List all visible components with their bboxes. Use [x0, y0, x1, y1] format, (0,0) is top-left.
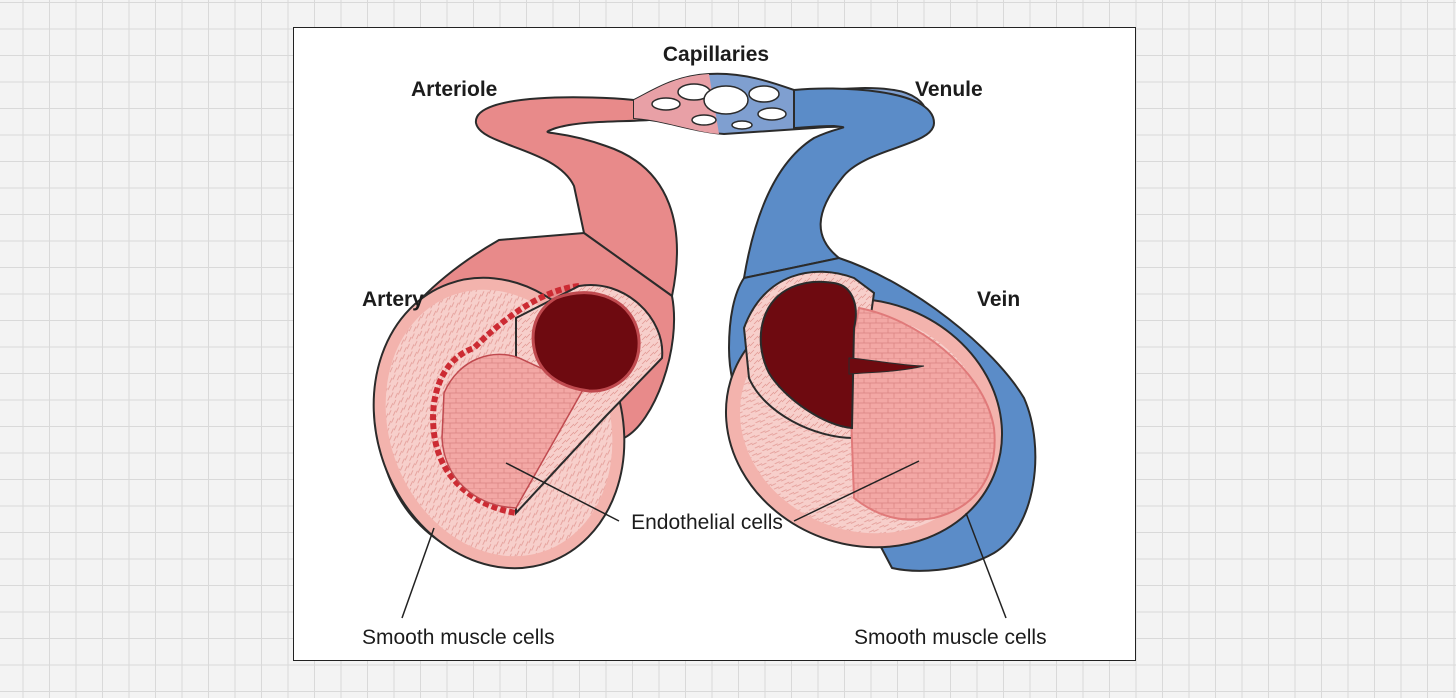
blood-vessel-diagram: Capillaries Arteriole Venule Artery Vein… [362, 43, 1047, 649]
label-smooth-muscle-right: Smooth muscle cells [854, 626, 1047, 649]
label-venule: Venule [915, 78, 983, 101]
vein-valve [848, 357, 925, 375]
leader-endothelial-right [793, 460, 920, 522]
venule-vessel [742, 87, 936, 280]
label-endothelial-cells: Endothelial cells [631, 511, 783, 534]
vein-endothelium [847, 306, 996, 521]
leader-endothelial-left [505, 462, 620, 522]
label-artery: Artery [362, 288, 424, 311]
label-capillaries: Capillaries [663, 43, 769, 66]
vein-body [724, 256, 1037, 572]
label-vein: Vein [977, 288, 1020, 311]
label-smooth-muscle-left: Smooth muscle cells [362, 626, 555, 649]
leader-smooth-right [965, 512, 1007, 619]
leader-smooth-left [401, 527, 435, 619]
diagram-panel: Capillaries Arteriole Venule Artery Vein… [293, 27, 1136, 661]
leader-lines [401, 460, 1007, 619]
artery-body [372, 231, 676, 570]
label-arteriole: Arteriole [411, 78, 497, 101]
arteriole-vessel [474, 96, 678, 298]
artery-endothelium [441, 353, 586, 509]
vein-lumen [759, 280, 857, 430]
artery-wavy-layer [430, 283, 580, 516]
artery-lumen [531, 291, 641, 393]
